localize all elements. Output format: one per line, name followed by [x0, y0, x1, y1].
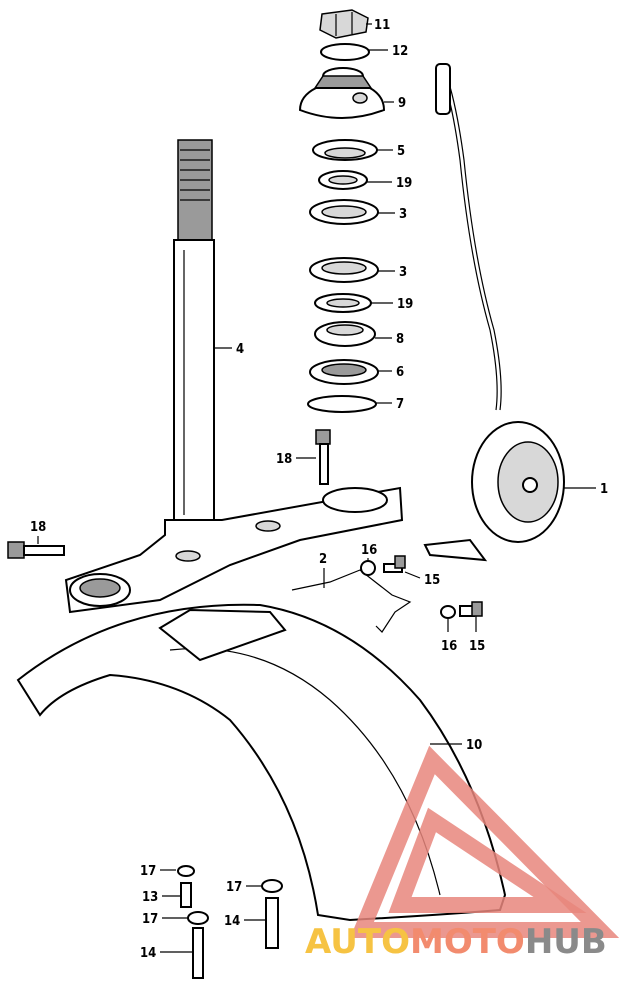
part-17-washer-c — [261, 879, 283, 893]
callout-5: 5 — [397, 144, 405, 159]
part-5-race — [312, 139, 378, 161]
callout-4: 4 — [236, 342, 244, 357]
callout-17-c: 17 — [226, 880, 242, 895]
callout-17-a: 17 — [140, 864, 156, 879]
leader-lines — [37, 23, 596, 953]
callout-3-bottom: 3 — [399, 265, 407, 280]
part-6-seal — [309, 359, 379, 385]
part-7-dust-washer — [307, 395, 377, 413]
watermark-triangle-icon — [350, 745, 620, 938]
callout-6: 6 — [396, 365, 404, 380]
callout-18-left: 18 — [30, 520, 46, 535]
part-1-horn — [423, 63, 565, 562]
part-3-race-top — [309, 199, 379, 225]
callout-8: 8 — [396, 332, 404, 347]
callout-14-b: 14 — [224, 914, 240, 929]
part-11-nut — [319, 9, 369, 39]
part-15-bolt-a — [383, 555, 406, 573]
part-14-bolt-b — [265, 897, 279, 949]
callout-1: 1 — [600, 482, 608, 497]
part-2-wire-spring — [291, 569, 412, 633]
part-8-race-cone — [314, 321, 376, 347]
callout-19-bottom: 19 — [397, 297, 413, 312]
part-15-bolt-b — [459, 601, 483, 617]
callout-17-b: 17 — [142, 912, 158, 927]
callout-2: 2 — [319, 552, 327, 567]
part-19-steel-balls-top — [318, 170, 368, 190]
callout-13: 13 — [142, 890, 158, 905]
part-18-bolt-upper — [315, 429, 331, 485]
callout-labels: 11 12 9 5 19 3 3 19 8 6 7 4 18 18 1 2 16… — [30, 18, 608, 961]
callout-10: 10 — [466, 738, 482, 753]
part-3-race-bottom — [309, 257, 379, 283]
part-4-steering-stem — [64, 139, 404, 614]
watermark-text: AUTOMOTOHUB — [305, 922, 607, 962]
callout-16-lower: 16 — [441, 639, 457, 654]
part-14-bolt-a — [192, 927, 204, 979]
callout-14-a: 14 — [140, 946, 156, 961]
callout-15-upper: 15 — [424, 573, 440, 588]
part-16-washer-b — [440, 605, 456, 619]
callout-11: 11 — [374, 18, 390, 33]
callout-18-upper: 18 — [276, 452, 292, 467]
part-19-steel-balls-bottom — [314, 293, 372, 313]
part-17-washer-b — [187, 911, 209, 925]
part-18-bolt-left — [7, 541, 65, 559]
callout-12: 12 — [392, 44, 408, 59]
part-9-adjusting-cone — [298, 67, 386, 119]
callout-15-lower: 15 — [469, 639, 485, 654]
callout-9: 9 — [398, 96, 406, 111]
part-13-bolt — [180, 882, 192, 908]
part-17-washer-a — [177, 865, 195, 877]
callout-7: 7 — [396, 397, 404, 412]
callout-16-upper: 16 — [361, 543, 377, 558]
watermark-logo: AUTOMOTOHUB — [305, 745, 620, 962]
callout-3-top: 3 — [399, 207, 407, 222]
callout-19-top: 19 — [396, 176, 412, 191]
part-16-washer-a — [360, 560, 376, 576]
part-12-washer — [320, 43, 370, 61]
